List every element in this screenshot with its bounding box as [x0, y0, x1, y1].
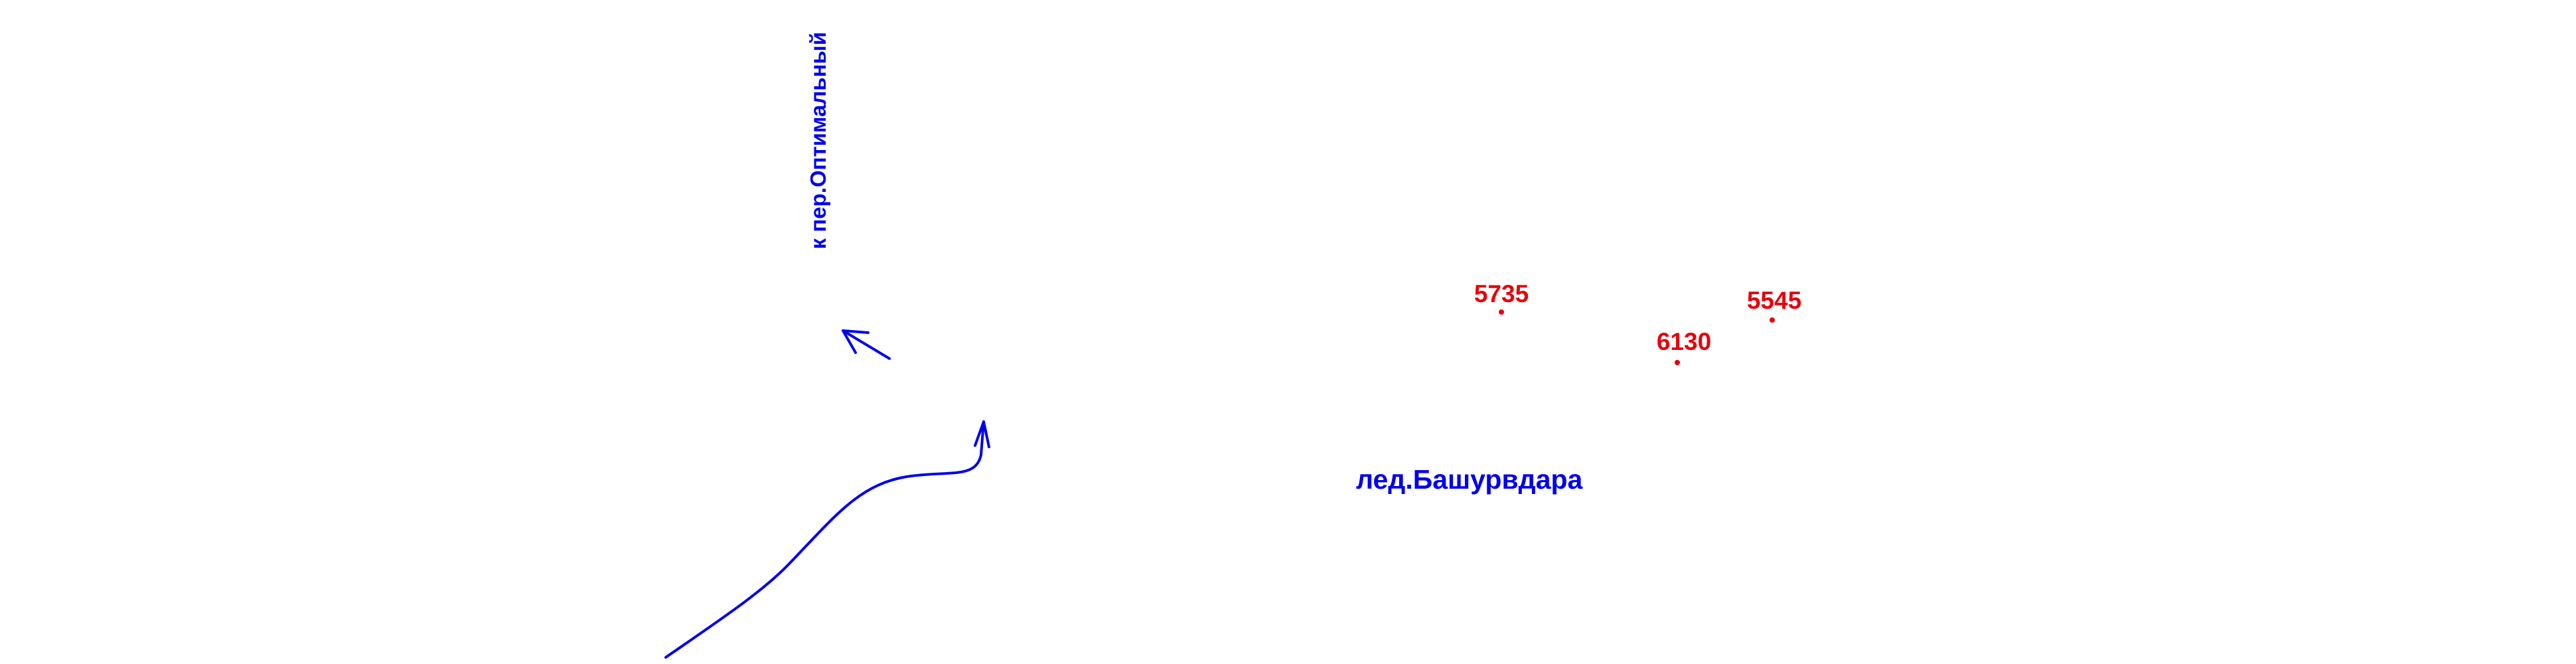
route-segment-to-pass	[842, 329, 891, 360]
peak-height-label: 5735	[1474, 280, 1529, 307]
peak-marker-dot-icon	[1499, 309, 1504, 315]
main-route-curve	[664, 420, 985, 659]
route-arrow-icon	[842, 329, 870, 354]
peak-marker-dot-icon	[1675, 360, 1680, 365]
route-to-pass	[842, 329, 891, 360]
peak-5735: 5735	[1474, 280, 1529, 315]
peak-height-label: 6130	[1657, 328, 1711, 355]
main-route	[664, 420, 990, 659]
peak-6130: 6130	[1657, 328, 1711, 365]
peak-5545: 5545	[1747, 287, 1801, 323]
pass-direction-label: к пер.Оптимальный	[806, 32, 830, 249]
peak-marker-dot-icon	[1770, 317, 1775, 323]
glacier-label: лед.Башурвдара	[1356, 464, 1584, 495]
peak-height-label: 5545	[1747, 287, 1801, 314]
main-route-arrow-icon	[974, 420, 990, 448]
